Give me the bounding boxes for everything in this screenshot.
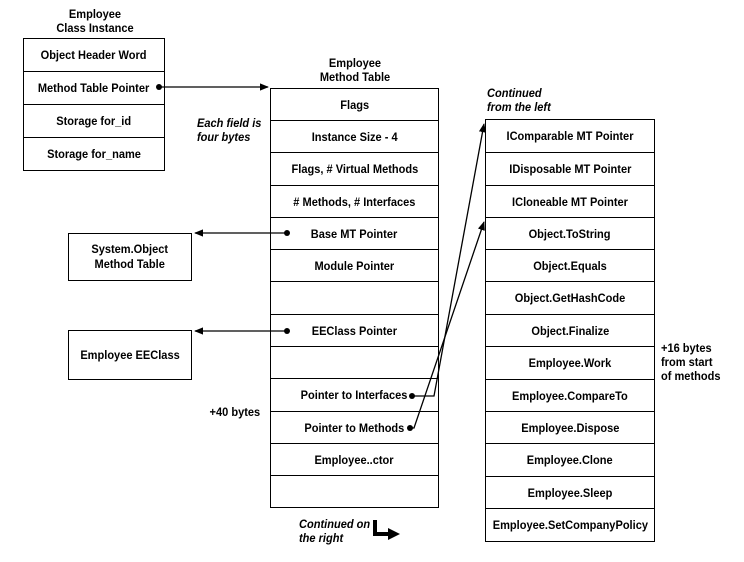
instance-field-label: Storage for_id	[56, 114, 132, 128]
cont-field-icomparable-mt-pointer: IComparable MT Pointer	[486, 120, 654, 153]
employee-eeclass-box: Employee EEClass	[68, 330, 192, 380]
mt-field-pointer-to-methods: Pointer to Methods	[271, 412, 438, 444]
continued-on-right-note: Continued on the right	[299, 517, 371, 545]
mt-field-blank-8	[271, 347, 438, 379]
each-field-note: Each field is four bytes	[197, 116, 262, 144]
cont-field-object-finalize: Object.Finalize	[486, 315, 654, 347]
instance-field-storage-for-id: Storage for_id	[24, 105, 164, 138]
cont-field-employee-sleep: Employee.Sleep	[486, 477, 654, 509]
mt-field-label: Flags	[340, 97, 369, 112]
cont-field-label: Object.GetHashCode	[514, 291, 626, 305]
mt-field-label: Pointer to Methods	[304, 420, 405, 435]
mt-field-label: Flags, # Virtual Methods	[291, 162, 418, 176]
cont-field-employee-dispose: Employee.Dispose	[486, 412, 654, 444]
mt-field-label: Pointer to Interfaces	[301, 388, 408, 402]
cont-field-label: Employee.SetCompanyPolicy	[492, 518, 648, 532]
instance-title: Employee Class Instance	[56, 7, 134, 35]
cont-field-label: Employee.Dispose	[520, 420, 620, 435]
system-object-method-table-box: System.Object Method Table	[68, 233, 192, 281]
mt-field-label: Instance Size - 4	[311, 129, 398, 144]
cont-field-icloneable-mt-pointer: ICloneable MT Pointer	[486, 186, 654, 218]
instance-field-object-header-word: Object Header Word	[24, 39, 164, 72]
mt-field-flags: Flags	[271, 89, 438, 121]
mt-field-eeclass-pointer: EEClass Pointer	[271, 315, 438, 347]
mt-field-pointer-to-interfaces: Pointer to Interfaces	[271, 379, 438, 412]
cont-field-label: IComparable MT Pointer	[506, 129, 634, 143]
cont-field-employee-work: Employee.Work	[486, 347, 654, 380]
method-table-pointer-arrow	[156, 83, 269, 91]
mt-field-blank-12	[271, 476, 438, 508]
pointer-to-interfaces-arrow	[409, 123, 487, 399]
cont-field-idisposable-mt-pointer: IDisposable MT Pointer	[486, 153, 654, 186]
mt-field-label: EEClass Pointer	[311, 323, 398, 338]
mt-field-module-pointer: Module Pointer	[271, 250, 438, 282]
cont-field-object-equals: Object.Equals	[486, 250, 654, 282]
instance-field-storage-for-name: Storage for_name	[24, 138, 164, 171]
cont-field-label: Object.Equals	[533, 258, 607, 273]
instance-field-method-table-pointer: Method Table Pointer	[24, 72, 164, 105]
eeclass-pointer-arrow	[194, 327, 290, 335]
instance-field-label: Storage for_name	[47, 147, 141, 161]
mt-field-label: Base MT Pointer	[311, 226, 398, 241]
mt-field-methods-interfaces: # Methods, # Interfaces	[271, 186, 438, 218]
plus-40-bytes-note: +40 bytes	[209, 405, 261, 419]
instance-field-label: Method Table Pointer	[38, 81, 150, 95]
cont-field-label: Employee.CompareTo	[512, 388, 628, 403]
plus-16-bytes-note: +16 bytes from start of methods	[661, 341, 721, 383]
cont-field-label: Object.ToString	[529, 226, 611, 241]
cont-field-employee-clone: Employee.Clone	[486, 444, 654, 477]
pointer-to-methods-arrow	[407, 221, 485, 431]
cont-field-label: Object.Finalize	[531, 323, 609, 338]
continued-from-left-note: Continued from the left	[487, 86, 551, 114]
mt-field-employee-ctor: Employee..ctor	[271, 444, 438, 476]
cont-field-object-gethashcode: Object.GetHashCode	[486, 282, 654, 315]
cont-field-employee-setcompanypolicy: Employee.SetCompanyPolicy	[486, 509, 654, 542]
method-table-title: Employee Method Table	[319, 56, 391, 84]
cont-field-label: Employee.Clone	[527, 453, 613, 467]
cont-field-label: ICloneable MT Pointer	[512, 194, 628, 209]
mt-field-flags-virtual-methods: Flags, # Virtual Methods	[271, 153, 438, 186]
continued-right-bent-arrow	[373, 520, 400, 540]
cont-field-employee-compareto: Employee.CompareTo	[486, 380, 654, 412]
mt-field-instance-size-4: Instance Size - 4	[271, 121, 438, 153]
mt-field-blank-6	[271, 282, 438, 315]
base-mt-pointer-arrow	[194, 229, 290, 237]
mt-field-label: Employee..ctor	[314, 452, 395, 467]
instance-field-label: Object Header Word	[41, 48, 147, 62]
cont-field-label: IDisposable MT Pointer	[508, 162, 632, 176]
cont-field-label: Employee.Work	[528, 356, 612, 370]
mt-field-base-mt-pointer: Base MT Pointer	[271, 218, 438, 250]
mt-field-label: Module Pointer	[314, 258, 395, 273]
mt-field-label: # Methods, # Interfaces	[293, 194, 416, 209]
cont-field-label: Employee.Sleep	[527, 485, 613, 500]
cont-field-object-tostring: Object.ToString	[486, 218, 654, 250]
